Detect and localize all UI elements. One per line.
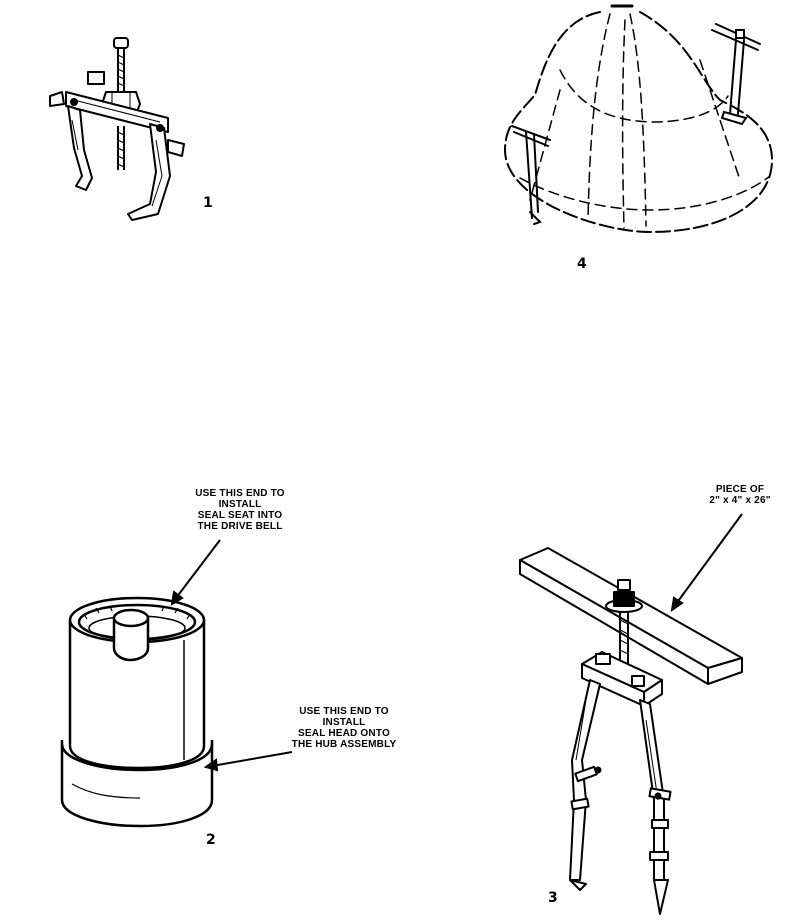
fig3-callout-wood-piece: PIECE OF 2" x 4" x 26" — [692, 484, 788, 506]
fig2-leader-lines — [170, 539, 293, 772]
fig3-puller-with-block-drawing — [519, 547, 743, 915]
callout-line: SEAL SEAT INTO — [197, 510, 283, 521]
fig2-seal-tool-drawing — [60, 596, 214, 828]
fig1-puller-drawing — [49, 37, 185, 221]
callout-line: USE THIS END TO — [195, 488, 285, 499]
callout-line: THE HUB ASSEMBLY — [291, 739, 397, 750]
callout-line: INSTALL — [322, 717, 366, 728]
fig2-callout-seal-head: USE THIS END TO INSTALL SEAL HEAD ONTO T… — [276, 706, 412, 750]
fig2-callout-seal-seat: USE THIS END TO INSTALL SEAL SEAT INTO T… — [180, 488, 300, 532]
fig3-number: 3 — [548, 890, 558, 906]
fig2-number: 2 — [206, 832, 216, 848]
fig1-number: 1 — [203, 195, 213, 211]
fig4-drive-bell-drawing — [503, 4, 774, 234]
callout-line: INSTALL — [218, 499, 262, 510]
callout-line: 2" x 4" x 26" — [709, 495, 771, 506]
fig3-leader-line — [670, 513, 743, 613]
fig4-number: 4 — [577, 256, 587, 272]
callout-line: SEAL HEAD ONTO — [298, 728, 390, 739]
callout-line: PIECE OF — [715, 484, 765, 495]
callout-line: USE THIS END TO — [299, 706, 389, 717]
callout-line: THE DRIVE BELL — [197, 521, 283, 532]
